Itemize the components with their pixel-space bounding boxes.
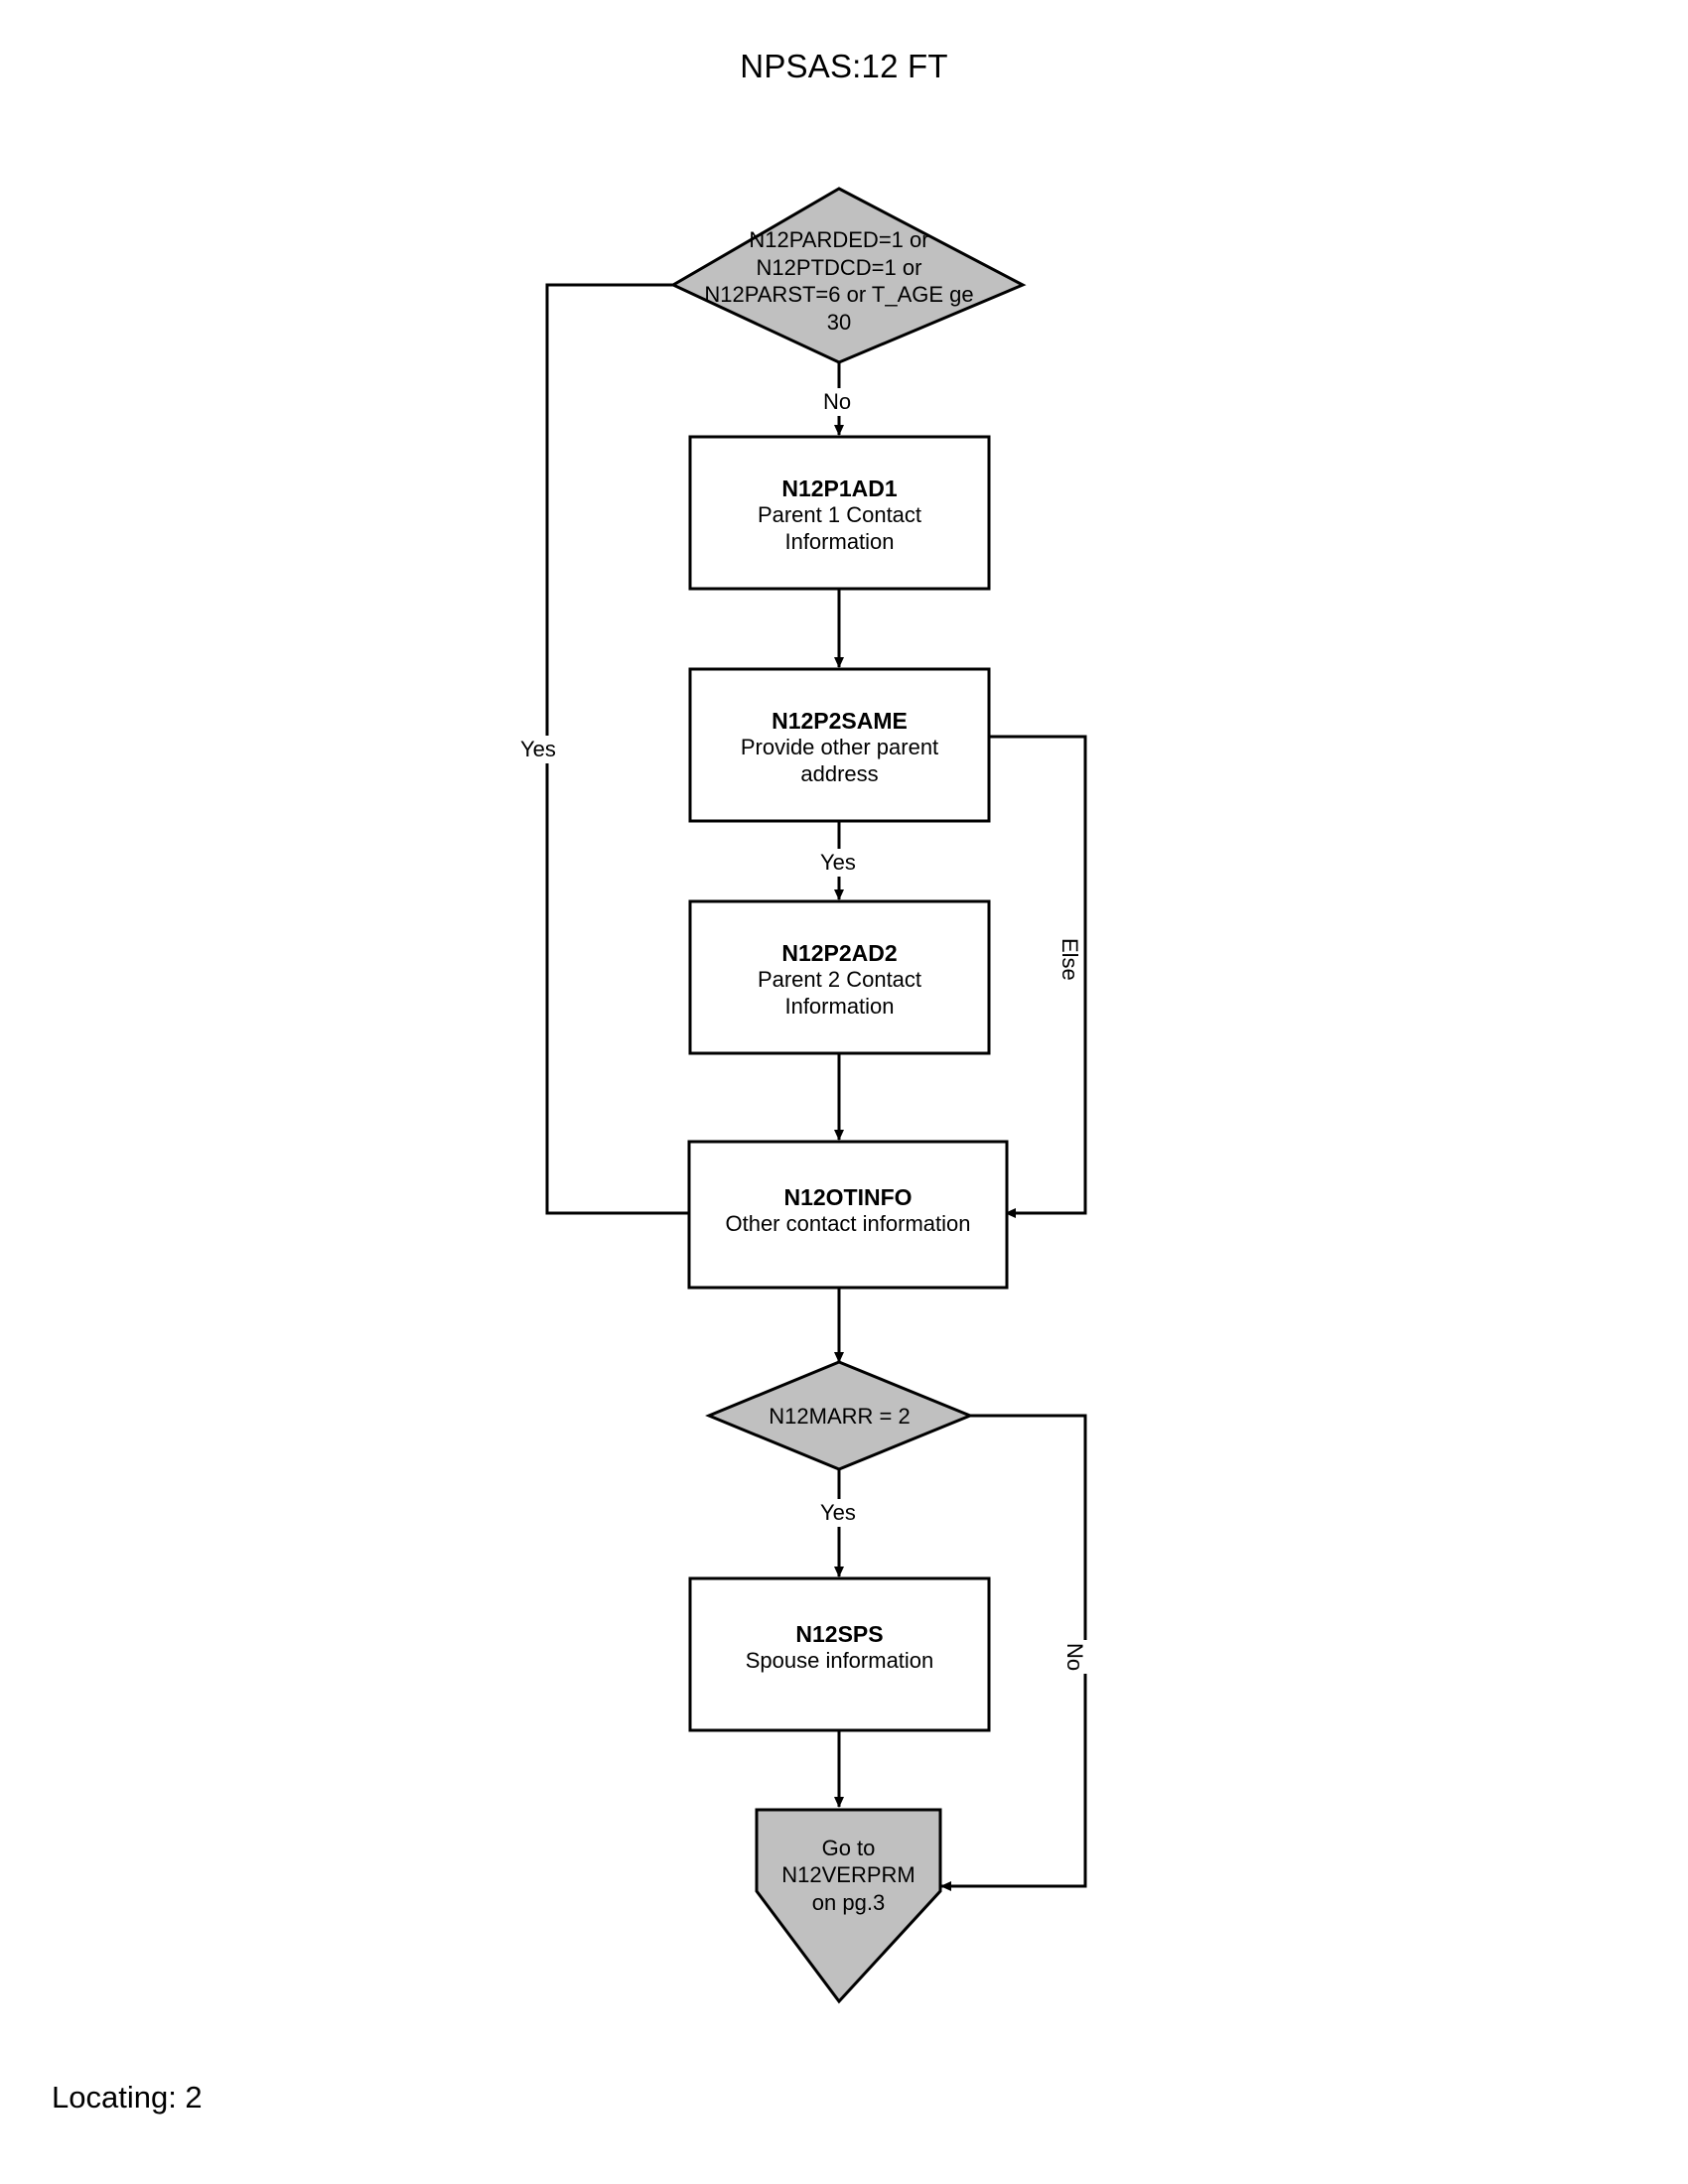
decision-node-d2[interactable] <box>705 1360 974 1471</box>
edge-d1-to-p4-yes <box>545 283 689 1215</box>
process-node-p4[interactable] <box>687 1140 1009 1290</box>
terminal-node-t1[interactable] <box>755 1808 942 2004</box>
process-node-p5[interactable] <box>688 1576 991 1732</box>
process-node-p1[interactable] <box>688 435 991 591</box>
page-title: NPSAS:12 FT <box>740 48 948 84</box>
page-footer: Locating: 2 <box>52 2080 203 2115</box>
process-node-p2[interactable] <box>688 667 991 823</box>
decision-node-d1[interactable] <box>669 187 1027 364</box>
edge-p2-to-p4-else <box>989 735 1087 1218</box>
process-node-p3[interactable] <box>688 899 991 1055</box>
